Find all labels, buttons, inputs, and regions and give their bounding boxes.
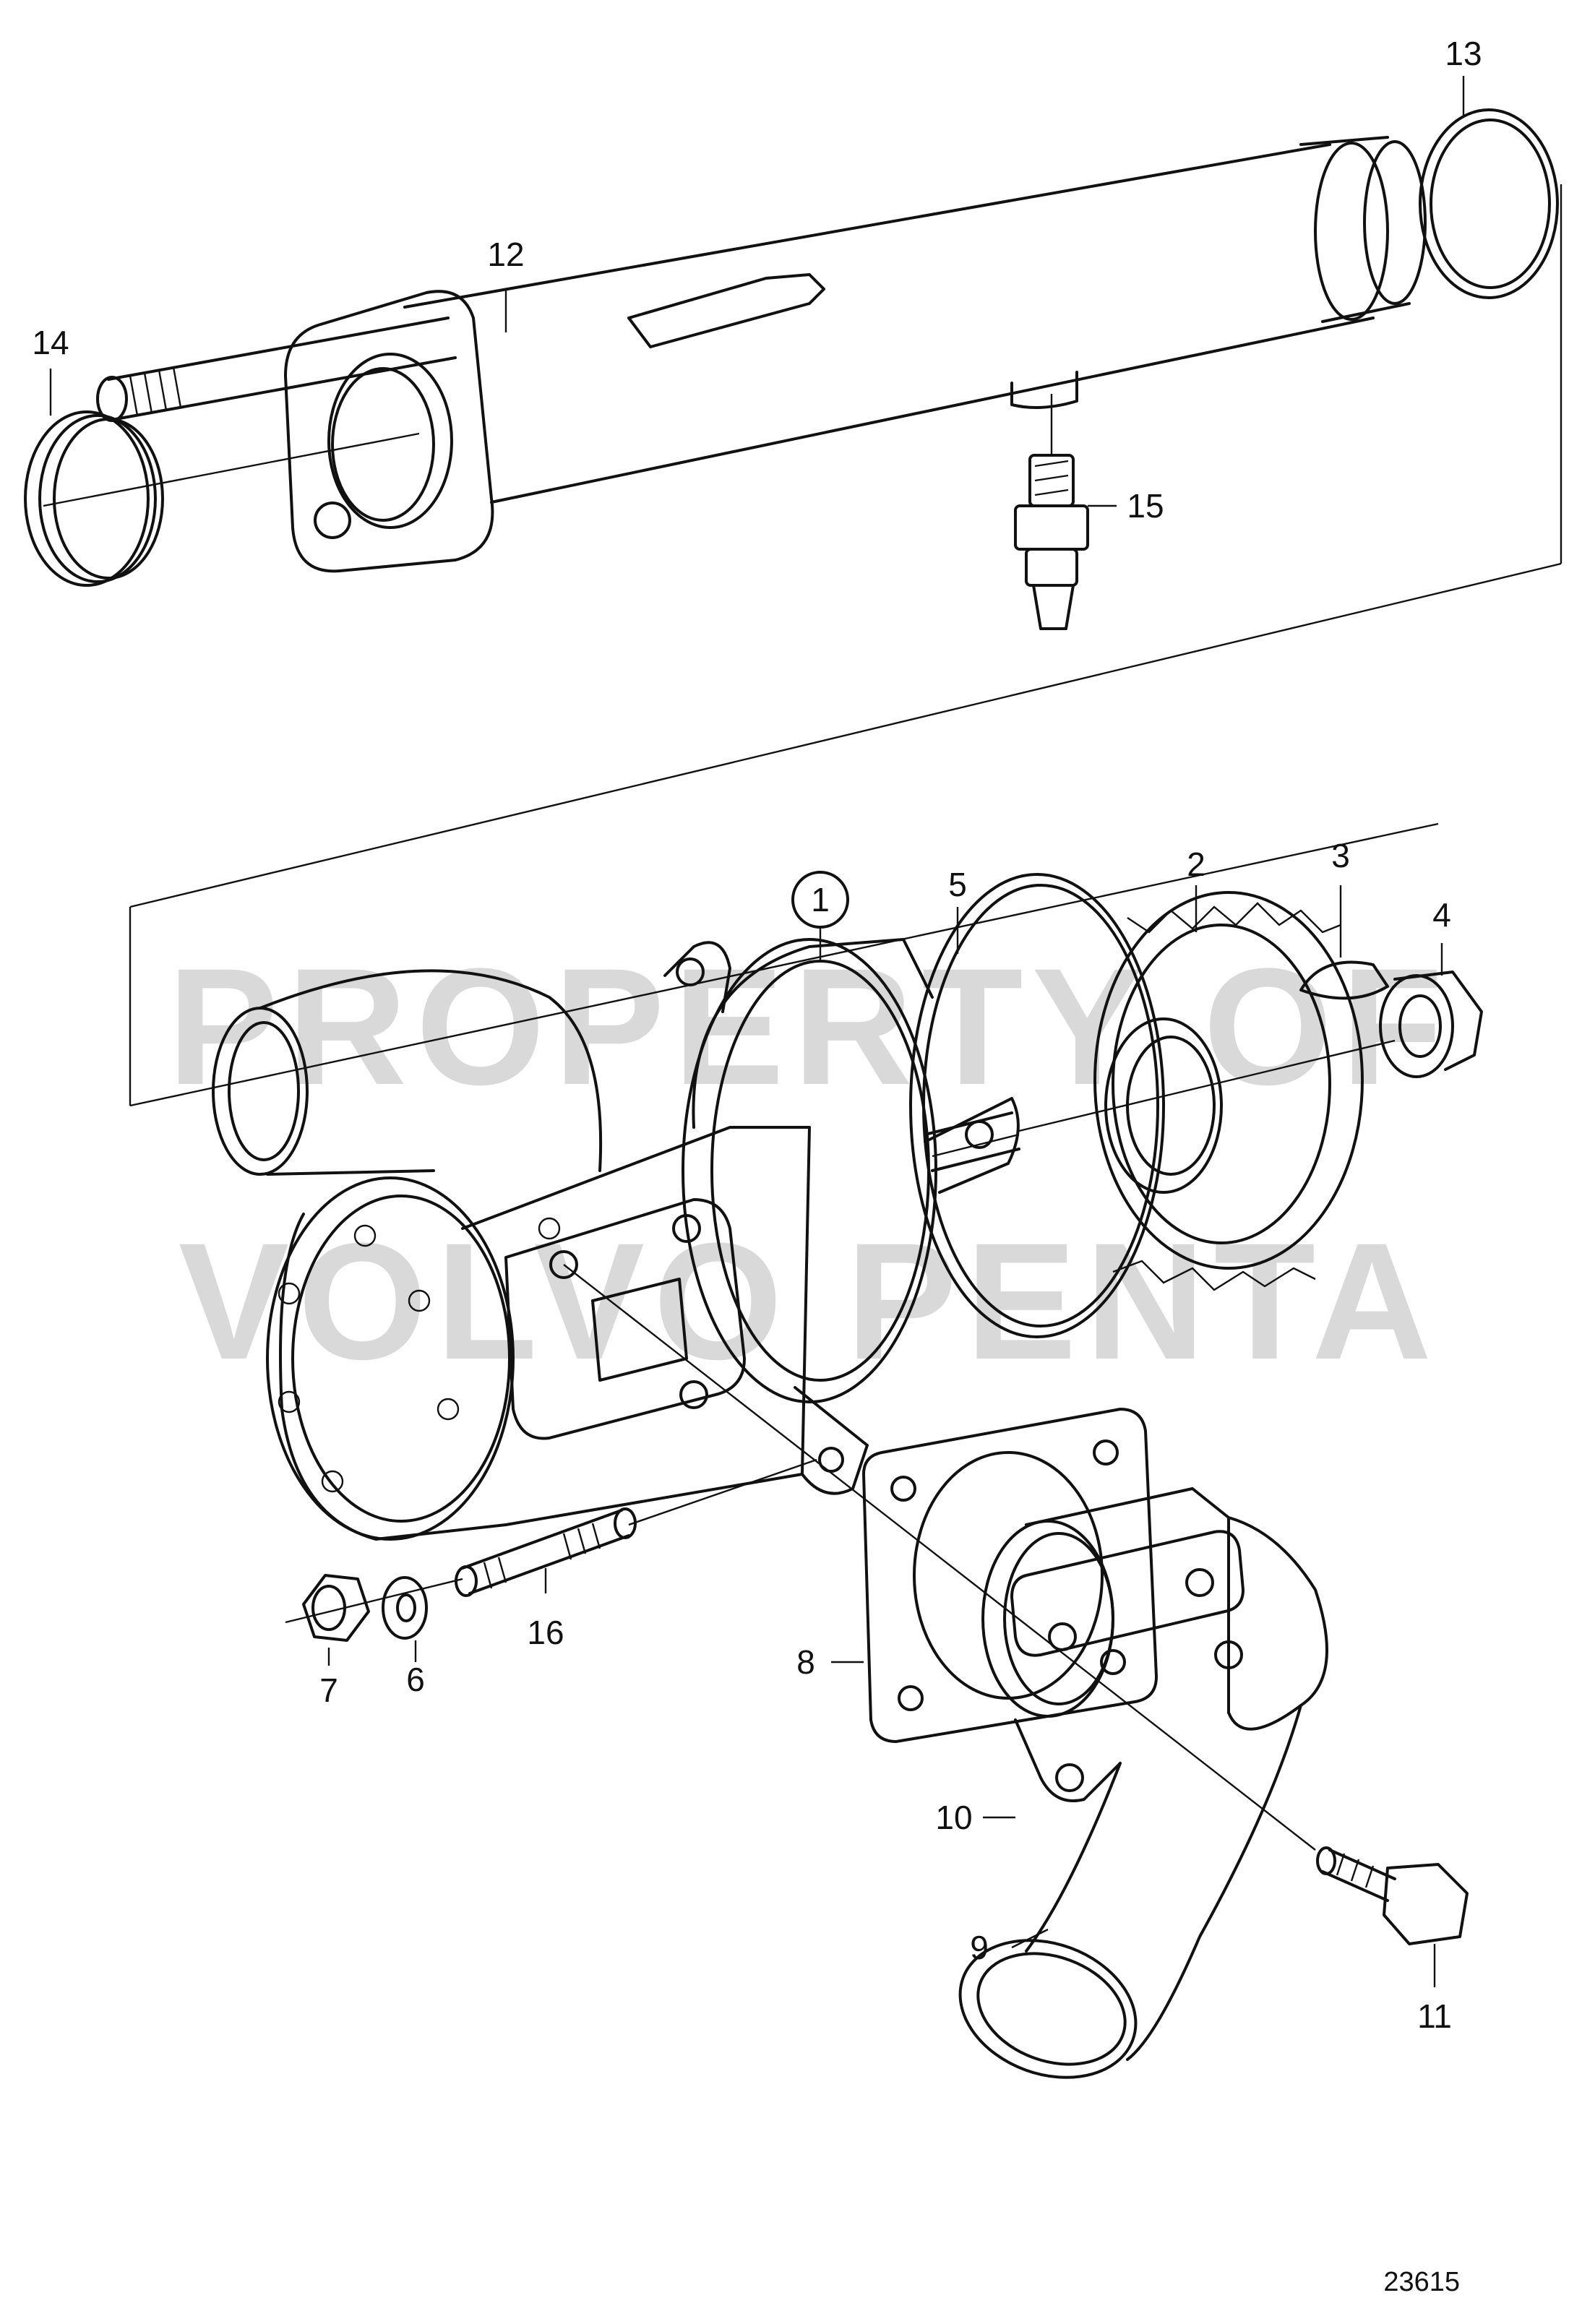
washer-6: [382, 1576, 428, 1640]
nut-7: [302, 1574, 370, 1642]
o-ring-13: [1419, 108, 1559, 299]
figure-number: 23615: [1383, 2267, 1460, 2297]
callout-9: 9: [970, 1929, 989, 1966]
callout-8: 8: [796, 1643, 815, 1681]
gasket-8: [862, 1408, 1158, 1743]
assembly-frame: [129, 184, 1562, 1107]
callout-leaders: [49, 76, 1465, 1987]
elbow-pipe-9: [958, 1487, 1328, 2079]
callout-10: 10: [935, 1799, 972, 1836]
o-ring-5: [909, 873, 1165, 1338]
ring-14: [24, 410, 164, 587]
callout-15: 15: [1127, 487, 1164, 525]
callout-7: 7: [319, 1671, 338, 1709]
callout-1: 1: [811, 881, 830, 918]
pump-housing-1: [212, 938, 1020, 1541]
callout-2: 2: [1187, 845, 1205, 883]
upper-axes: [43, 394, 1053, 507]
nut-4: [1379, 971, 1483, 1078]
key-3: [1299, 960, 1389, 1000]
screw-11: [1316, 1846, 1469, 1945]
callout-1-circle: [791, 871, 849, 929]
lower-axes: [285, 1039, 1396, 1851]
pipe-12: [96, 136, 1427, 573]
callout-5: 5: [948, 866, 967, 903]
callout-13: 13: [1445, 35, 1482, 72]
gear-2: [1093, 891, 1364, 1291]
callout-6: 6: [406, 1661, 425, 1698]
nipple-15: [1014, 454, 1089, 630]
callouts: 1 2 3 4 5 6 7 8 9 10 11 12 13 14 15 16: [32, 35, 1482, 2035]
callout-14: 14: [32, 324, 69, 361]
callout-4: 4: [1432, 896, 1451, 934]
callout-12: 12: [487, 236, 524, 273]
callout-16: 16: [527, 1614, 564, 1651]
callout-3: 3: [1331, 837, 1350, 874]
callout-11: 11: [1417, 1997, 1452, 2035]
flange-10: [1010, 1530, 1245, 1802]
